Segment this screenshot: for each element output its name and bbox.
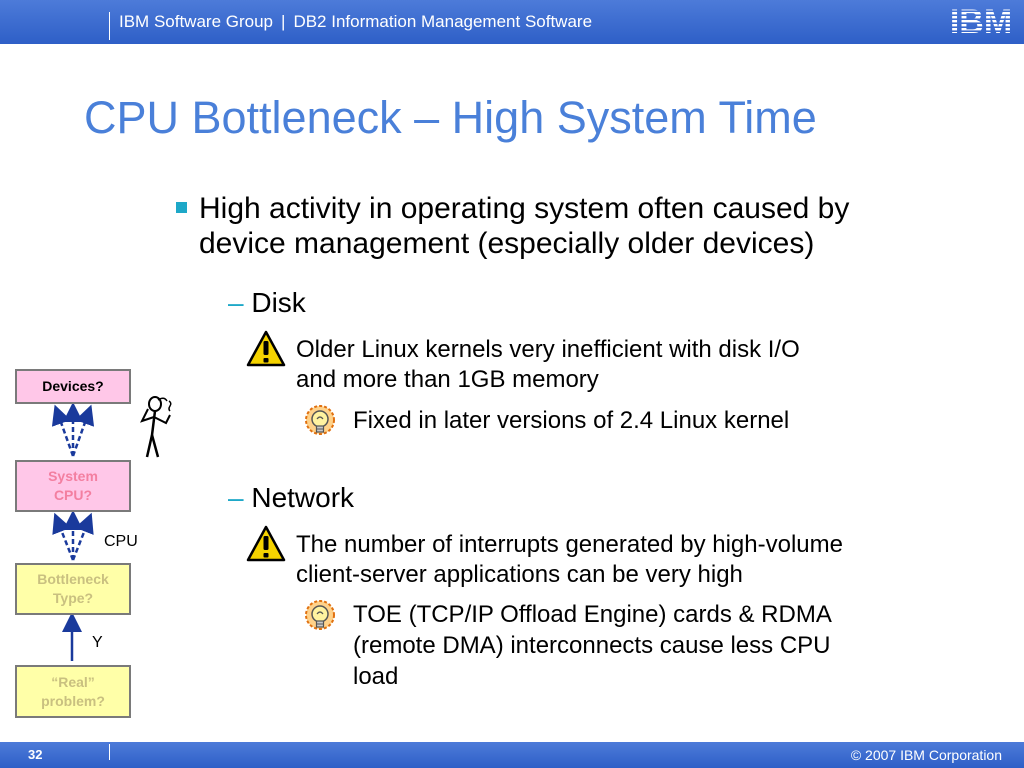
ibm-logo-text: IBM [950,4,1012,38]
thinking-person-icon [140,396,172,458]
bottleneck-line2: Type? [52,590,94,606]
network-dash: – [228,482,244,513]
bullet-text-line2: device management (especially older devi… [199,227,815,260]
warning-icon [246,525,286,562]
lightbulb-tip-icon [305,600,335,630]
arrows-to-system-cpu [52,510,94,561]
devices-box: Devices? [15,369,131,404]
arrows-to-devices [51,402,95,457]
network-warning-line1: The number of interrupts generated by hi… [296,531,843,558]
network-subheading: – Network [228,482,354,514]
header-band [0,0,1024,44]
page-number: 32 [28,747,43,762]
header-group: IBM Software Group [119,12,274,31]
header-divider [109,12,110,40]
system-cpu-line2: CPU? [53,487,93,503]
system-cpu-line1: System [48,468,98,484]
bottleneck-line1: Bottleneck [37,571,109,587]
lightbulb-tip-icon [305,405,335,435]
real-problem-line1: “Real” [51,674,95,690]
disk-tip-line1: Fixed in later versions of 2.4 Linux ker… [353,407,790,434]
bullet-marker [176,202,187,213]
footer-divider [109,744,110,760]
system-cpu-box: System CPU? [15,460,131,512]
network-tip-line1: TOE (TCP/IP Offload Engine) cards & RDMA [353,601,832,628]
footer-band [0,742,1024,768]
copyright: © 2007 IBM Corporation [850,747,1002,763]
bottleneck-type-box: Bottleneck Type? [15,563,131,615]
header-text: IBM Software Group | DB2 Information Manag… [119,12,592,32]
real-problem-box: “Real” problem? [15,665,131,718]
warning-icon [246,330,286,367]
y-label: Y [92,634,103,651]
network-tip-line2: (remote DMA) interconnects cause less CP… [353,632,831,659]
page-title: CPU Bottleneck – High System Time [84,92,817,143]
disk-label: Disk [251,287,306,318]
network-label: Network [251,482,355,513]
cpu-label: CPU [104,533,138,550]
disk-dash: – [228,287,244,318]
ibm-logo-icon: IBM [950,4,1012,38]
network-warning-line2: client-server applications can be very h… [296,561,743,588]
disk-warning-line2: and more than 1GB memory [296,366,599,393]
network-tip-line3: load [353,663,399,690]
header-separator: | [281,12,286,31]
disk-warning-line1: Older Linux kernels very inefficient wit… [296,336,800,363]
devices-box-label: Devices? [42,378,104,394]
header-product: DB2 Information Management Software [293,12,593,31]
real-problem-line2: problem? [41,693,105,709]
bullet-text-line1: High activity in operating system often … [199,192,850,225]
disk-subheading: – Disk [228,287,306,319]
